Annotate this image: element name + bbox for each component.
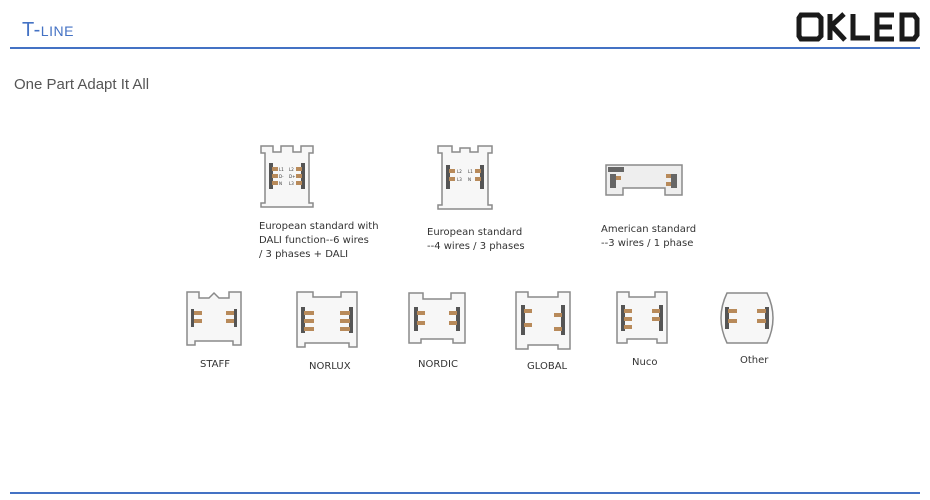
label-other: Other bbox=[740, 355, 769, 366]
subtitle: One Part Adapt It All bbox=[14, 76, 150, 93]
svg-text:N: N bbox=[468, 177, 471, 182]
svg-text:L1: L1 bbox=[279, 167, 284, 172]
label-norlux: NORLUX bbox=[309, 361, 351, 372]
global-profile bbox=[515, 291, 571, 350]
label-nordic: NORDIC bbox=[418, 359, 458, 370]
nuco-profile bbox=[616, 291, 668, 344]
other-profile bbox=[720, 292, 774, 344]
svg-text:L2: L2 bbox=[457, 169, 462, 174]
page-title: T-LINE bbox=[22, 19, 74, 42]
norlux-profile bbox=[296, 291, 358, 348]
caption-european-dali: European standard with DALI function--6 … bbox=[259, 221, 379, 260]
nordic-profile bbox=[408, 292, 466, 344]
svg-text:L2: L2 bbox=[289, 167, 294, 172]
svg-text:N: N bbox=[279, 181, 282, 186]
label-staff: STAFF bbox=[200, 359, 231, 370]
footer-divider bbox=[10, 492, 920, 494]
svg-text:L3: L3 bbox=[289, 181, 294, 186]
staff-profile bbox=[186, 291, 242, 346]
label-nuco: Nuco bbox=[632, 357, 658, 368]
label-global: GLOBAL bbox=[527, 361, 568, 372]
european-dali-profile: L1D- N L2D+ L3 bbox=[260, 145, 314, 208]
svg-text:L1: L1 bbox=[468, 169, 473, 174]
svg-text:D+: D+ bbox=[289, 174, 295, 179]
header-divider bbox=[10, 47, 920, 49]
svg-text:D-: D- bbox=[279, 174, 284, 179]
title-main: T- bbox=[22, 19, 41, 41]
american-standard-profile bbox=[605, 164, 683, 196]
caption-american-standard: American standard --3 wires / 1 phase bbox=[601, 224, 697, 249]
caption-european-standard: European standard --4 wires / 3 phases bbox=[427, 227, 525, 252]
title-small: LINE bbox=[40, 23, 74, 39]
okled-logo bbox=[796, 12, 920, 42]
svg-text:L3: L3 bbox=[457, 177, 462, 182]
